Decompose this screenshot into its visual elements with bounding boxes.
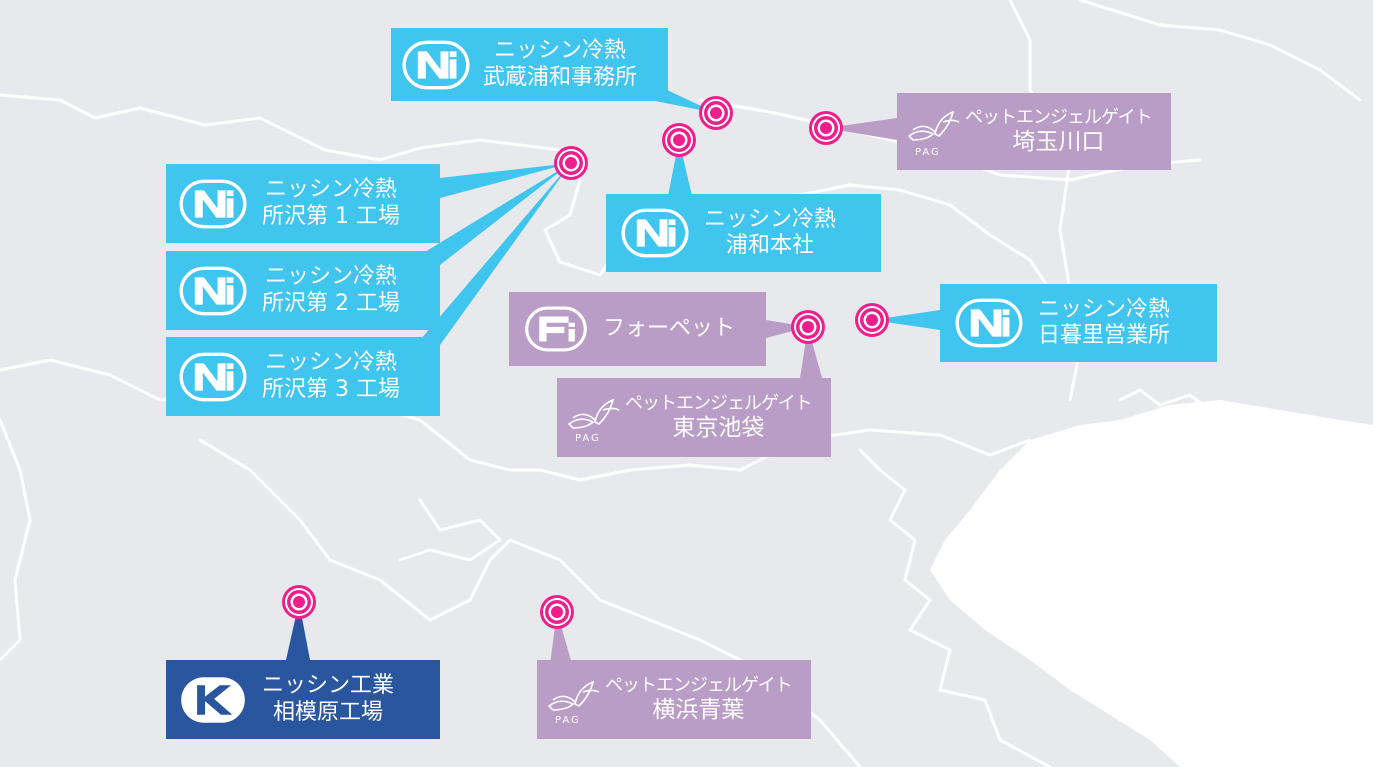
- label-forpet[interactable]: フォーペット: [509, 292, 766, 366]
- pag-mark-text: PAG: [555, 714, 581, 726]
- label-sagamihara[interactable]: ニッシン工業 相模原工場: [166, 660, 440, 739]
- chiba-coast: [1278, 518, 1373, 622]
- tokyo-bay: [930, 400, 1373, 767]
- company-name: ニッシン冷熱: [264, 177, 397, 203]
- connector-sagamihara: [286, 602, 310, 660]
- label-pag-yokohama[interactable]: PAG ペットエンジェルゲイト 横浜青葉: [537, 660, 811, 739]
- connector-pag-ikebukuro: [800, 327, 822, 378]
- marker-sagamihara[interactable]: [282, 585, 316, 619]
- pet-angel-gate-logo: PAG: [543, 672, 605, 728]
- prefecture-border-north: [0, 93, 1062, 322]
- angel-wings-icon: [548, 680, 600, 711]
- site-name: 東京池袋: [672, 414, 765, 441]
- nissin-reinetsu-logo-icon: [179, 179, 247, 228]
- tama-hills: [0, 418, 32, 662]
- marker-pag-saitama[interactable]: [809, 111, 843, 145]
- marker-tokorozawa[interactable]: [554, 146, 588, 180]
- connector-tokorozawa-3: [420, 163, 571, 345]
- site-name: 相模原工場: [273, 699, 384, 725]
- connector-urawa-honsha: [668, 140, 692, 196]
- company-name: フォーペット: [603, 315, 736, 341]
- angel-wings-icon: [568, 398, 620, 429]
- connector-forpet: [766, 320, 808, 338]
- nissin-reinetsu-logo-icon: [955, 298, 1023, 348]
- bay-shore-detail: [858, 448, 1052, 767]
- site-name: 横浜青葉: [652, 696, 745, 723]
- site-name: 所沢第 1 工場: [262, 203, 400, 229]
- forpet-logo-icon: [525, 306, 587, 352]
- site-name: 埼玉川口: [1012, 128, 1105, 155]
- company-name: ペットエンジェルゲイト: [965, 106, 1153, 128]
- connector-nippori: [872, 310, 940, 330]
- site-name: 所沢第 2 工場: [262, 290, 400, 316]
- label-nippori[interactable]: ニッシン冷熱 日暮里営業所: [940, 284, 1217, 362]
- nissin-reinetsu-logo-icon: [179, 352, 247, 401]
- pag-mark-text: PAG: [575, 432, 601, 444]
- label-pag-saitama[interactable]: PAG ペットエンジェルゲイト 埼玉川口: [897, 93, 1171, 170]
- marker-pag-yokohama[interactable]: [540, 595, 574, 629]
- nissin-reinetsu-logo-icon: [179, 266, 247, 315]
- connector-pag-saitama: [826, 118, 897, 140]
- company-name: ニッシン冷熱: [704, 206, 837, 232]
- company-name: ペットエンジェルゲイト: [625, 392, 813, 414]
- bay-shore-detail-2: [1118, 388, 1212, 412]
- marker-nippori[interactable]: [855, 303, 889, 337]
- marker-musashi-urawa[interactable]: [699, 96, 733, 130]
- site-name: 武蔵浦和事務所: [483, 64, 638, 90]
- company-name: ニッシン冷熱: [264, 264, 397, 290]
- label-tokorozawa-2[interactable]: ニッシン冷熱 所沢第 2 工場: [166, 251, 440, 330]
- pet-angel-gate-logo: PAG: [903, 104, 965, 160]
- company-name: ニッシン冷熱: [494, 38, 627, 64]
- label-tokorozawa-3[interactable]: ニッシン冷熱 所沢第 3 工場: [166, 337, 440, 416]
- bay-island: [1258, 618, 1322, 682]
- ward-border: [1078, 0, 1362, 102]
- nissin-reinetsu-logo-icon: [621, 208, 689, 258]
- connector-tokorozawa-1: [440, 163, 571, 198]
- marker-urawa-honsha[interactable]: [662, 123, 696, 157]
- label-urawa-honsha[interactable]: ニッシン冷熱 浦和本社: [606, 194, 881, 272]
- angel-wings-icon: [908, 110, 960, 141]
- company-name: ニッシン冷熱: [1038, 296, 1171, 322]
- site-name: 所沢第 3 工場: [262, 376, 400, 402]
- nissin-reinetsu-logo-icon: [402, 40, 470, 89]
- pag-mark-text: PAG: [915, 146, 941, 158]
- site-name: 日暮里営業所: [1038, 323, 1171, 348]
- label-tokorozawa-1[interactable]: ニッシン冷熱 所沢第 1 工場: [166, 164, 440, 243]
- label-pag-ikebukuro[interactable]: PAG ペットエンジェルゲイト 東京池袋: [557, 378, 831, 457]
- nissin-kogyo-logo-icon: [181, 676, 245, 723]
- company-name: ニッシン冷熱: [264, 350, 397, 376]
- connector-tokorozawa-2: [420, 163, 571, 265]
- marker-forpet-ikebukuro[interactable]: [791, 310, 825, 344]
- label-musashi-urawa[interactable]: ニッシン冷熱 武蔵浦和事務所: [391, 28, 668, 101]
- sagami-border: [398, 498, 502, 562]
- company-name: ペットエンジェルゲイト: [605, 674, 793, 696]
- pet-angel-gate-logo: PAG: [563, 390, 625, 446]
- company-name: ニッシン工業: [262, 673, 395, 699]
- site-name: 浦和本社: [726, 233, 815, 258]
